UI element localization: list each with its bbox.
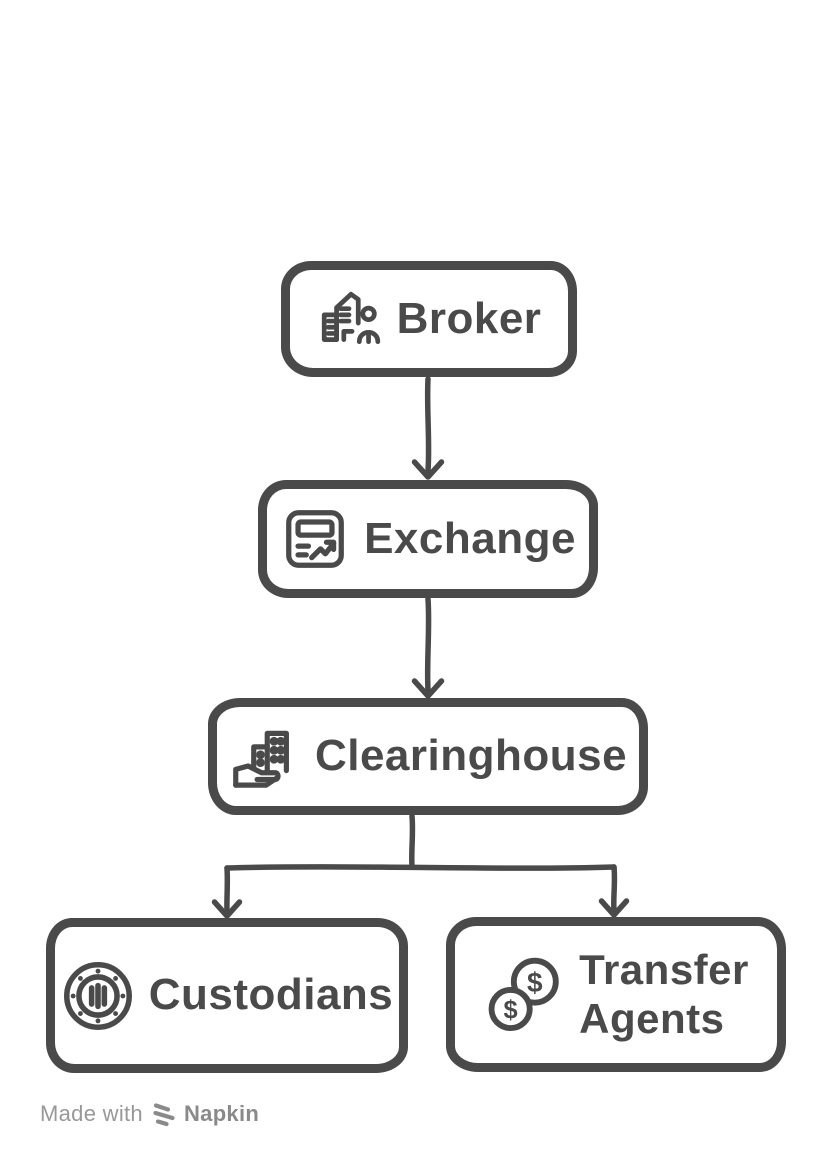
node-exchange: Exchange xyxy=(258,480,598,598)
node-broker: Broker xyxy=(281,261,577,377)
edge-broker-exchange xyxy=(411,376,445,480)
dollar-coins-icon: $ $ xyxy=(483,953,565,1037)
exchange-ticker-chart-icon xyxy=(280,504,350,574)
branch-bar xyxy=(224,864,617,871)
svg-text:$: $ xyxy=(504,996,518,1024)
edge-exchange-clearinghouse xyxy=(411,596,445,699)
edge-clearinghouse-branch xyxy=(211,813,630,919)
node-clearinghouse: Clearinghouse xyxy=(208,698,648,815)
hand-holding-buildings-icon xyxy=(229,721,301,793)
node-label: Broker xyxy=(396,293,542,343)
edge-clearinghouse-transfer-agents xyxy=(611,864,618,913)
napkin-brand-text: Napkin xyxy=(183,1100,260,1126)
svg-text:$: $ xyxy=(527,966,543,997)
node-label: Clearinghouse xyxy=(314,731,628,781)
napkin-logo-icon xyxy=(151,1100,176,1127)
made-with-text: Made with xyxy=(40,1100,143,1126)
node-custodians: Custodians xyxy=(46,918,408,1073)
vault-emblem-icon xyxy=(61,959,135,1033)
broker-building-person-icon xyxy=(317,286,383,352)
node-label-line-1: Transfer xyxy=(579,946,749,994)
branch-stem xyxy=(409,813,416,869)
napkin-watermark: Made with Napkin xyxy=(40,1100,259,1127)
node-label-line-2: Agents xyxy=(579,994,725,1042)
node-label: Custodians xyxy=(148,970,394,1020)
node-label: Exchange xyxy=(364,513,576,563)
